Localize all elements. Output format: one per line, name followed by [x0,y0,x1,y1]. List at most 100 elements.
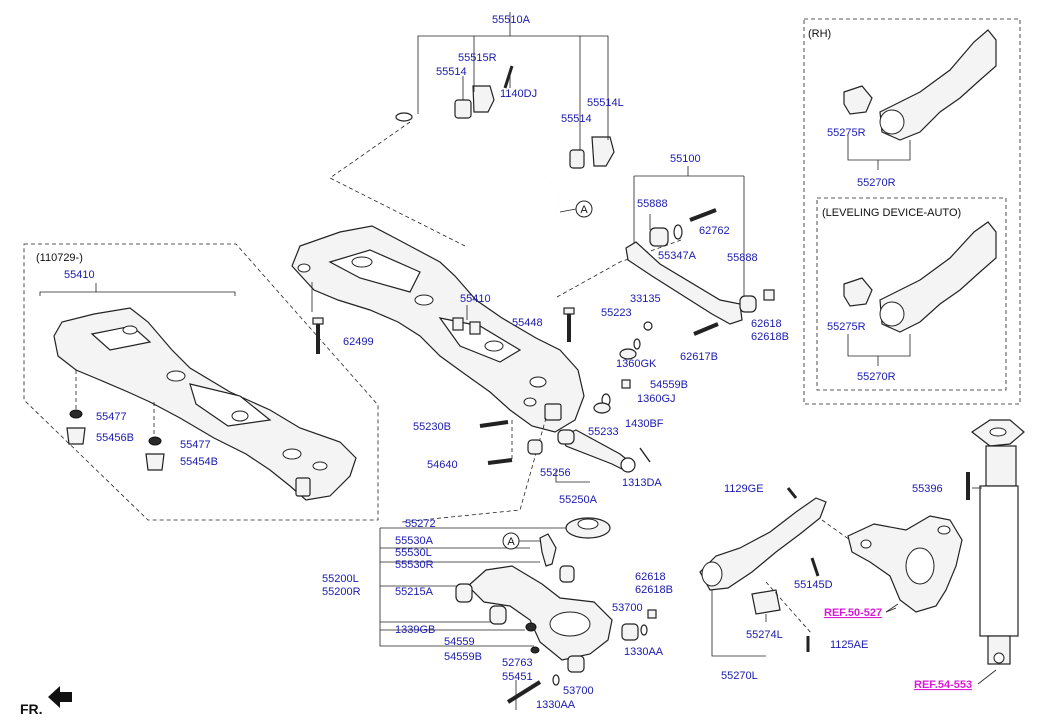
rh-bushing-55275R-top [843,85,873,115]
nut-33135 [643,321,653,331]
part-52763[interactable]: 52763 [502,657,533,669]
ref-50-527-link[interactable]: REF.50-527 [824,607,882,619]
cam-55233 [593,402,611,414]
part-55250A[interactable]: 55250A [559,494,598,506]
part-55396[interactable]: 55396 [912,483,943,495]
part-55275R-b[interactable]: 55275R [827,321,866,333]
part-55215A[interactable]: 55215A [395,586,434,598]
part-1360GK[interactable]: 1360GK [616,358,657,370]
part-55223[interactable]: 55223 [601,307,632,319]
lower-arm [467,565,613,661]
part-55256[interactable]: 55256 [540,467,571,479]
upper-arm [625,241,743,325]
rh-arm-frame [803,18,1021,405]
bolt-1140DJ [503,65,514,89]
bolt-62762 [689,208,717,222]
part-55456B[interactable]: 55456B [96,432,134,444]
rh-arm-top-group [843,29,997,170]
part-1129GE[interactable]: 1129GE [724,483,764,495]
upper-arm-group [625,166,775,336]
part-62618-a[interactable]: 62618 [751,318,782,330]
part-62618B-a[interactable]: 62618B [751,331,789,343]
shock-absorber-group [966,419,1025,665]
part-33135[interactable]: 33135 [630,293,661,305]
part-55270R-a[interactable]: 55270R [857,177,896,189]
part-1330AA-b[interactable]: 1330AA [536,699,576,711]
part-55510A[interactable]: 55510A [492,14,531,26]
part-1313DA[interactable]: 1313DA [622,477,662,489]
part-55200L[interactable]: 55200L [322,573,359,585]
lower-arm-group [379,517,657,710]
nut-62618-b [647,609,657,619]
part-55275R-a[interactable]: 55275R [827,127,866,139]
part-1430BF[interactable]: 1430BF [625,418,664,430]
leveling-label: (LEVELING DEVICE-AUTO) [822,207,961,219]
part-53700-a[interactable]: 53700 [612,602,643,614]
lh-trailing-arm [699,497,827,591]
stabilizer-bar [399,114,561,214]
part-55888-a[interactable]: 55888 [637,198,668,210]
part-54640[interactable]: 54640 [427,459,458,471]
bushing-55514-right [569,149,585,169]
part-62762[interactable]: 62762 [699,225,730,237]
part-55233[interactable]: 55233 [588,426,619,438]
part-55270L[interactable]: 55270L [721,670,758,682]
part-55410-b[interactable]: 55410 [460,293,491,305]
part-62499[interactable]: 62499 [343,336,374,348]
part-55530L[interactable]: 55530L [395,547,432,559]
bolt-55451 [506,680,542,704]
bushing-55274L [751,589,781,615]
ref-54-553-link[interactable]: REF.54-553 [914,679,972,691]
part-55100[interactable]: 55100 [670,153,701,165]
part-55451[interactable]: 55451 [502,671,533,683]
part-1125AE[interactable]: 1125AE [830,639,868,651]
part-55448[interactable]: 55448 [512,317,543,329]
bolt-62617B [693,322,719,336]
washer-1330AA-a [640,624,648,636]
stabilizer-bar-inner [399,114,561,214]
part-55530R[interactable]: 55530R [395,559,434,571]
stab-link-55530 [539,533,557,567]
part-55514-b[interactable]: 55514 [561,113,592,125]
labels: (RH) (LEVELING DEVICE-AUTO) (110729-) FR… [20,14,972,717]
part-55145D[interactable]: 55145D [794,579,833,591]
cam-55223 [619,348,637,360]
lh-trailing-arm-group [699,487,851,657]
callout-a-top[interactable]: A [559,200,593,218]
part-55530A[interactable]: 55530A [395,535,434,547]
part-54559B-a[interactable]: 54559B [650,379,688,391]
bushing-53700-a [621,623,639,641]
callout-a-top-label: A [580,204,588,216]
part-55230B[interactable]: 55230B [413,421,451,433]
part-62618B-b[interactable]: 62618B [635,584,673,596]
rh-label: (RH) [808,28,831,40]
part-55410-a[interactable]: 55410 [64,269,95,281]
alt-crossmember-group [39,283,357,501]
part-54559[interactable]: 54559 [444,636,475,648]
bushing-55215A [455,583,473,603]
part-55477-a[interactable]: 55477 [96,411,127,423]
part-1360GJ[interactable]: 1360GJ [637,393,676,405]
part-55454B[interactable]: 55454B [180,456,218,468]
part-55515R[interactable]: 55515R [458,52,497,64]
front-label: FR. [20,701,43,717]
part-1339GB[interactable]: 1339GB [395,624,435,636]
part-53700-b[interactable]: 53700 [563,685,594,697]
part-55274L[interactable]: 55274L [746,629,783,641]
callout-a-bottom[interactable]: A [502,532,540,550]
part-55888-b[interactable]: 55888 [727,252,758,264]
part-55200R[interactable]: 55200R [322,586,361,598]
part-55514-a[interactable]: 55514 [436,66,467,78]
part-54559B-b[interactable]: 54559B [444,651,482,663]
part-55514L[interactable]: 55514L [587,97,624,109]
part-55477-b[interactable]: 55477 [180,439,211,451]
part-55270R-b[interactable]: 55270R [857,371,896,383]
shock-lower-tube [987,635,1011,665]
part-55347A[interactable]: 55347A [658,250,697,262]
bushing-55215A-b [489,605,507,625]
part-1330AA-a[interactable]: 1330AA [624,646,664,658]
part-62618-b[interactable]: 62618 [635,571,666,583]
part-1140DJ[interactable]: 1140DJ [500,88,537,100]
part-55272[interactable]: 55272 [405,518,436,530]
part-62617B[interactable]: 62617B [680,351,718,363]
